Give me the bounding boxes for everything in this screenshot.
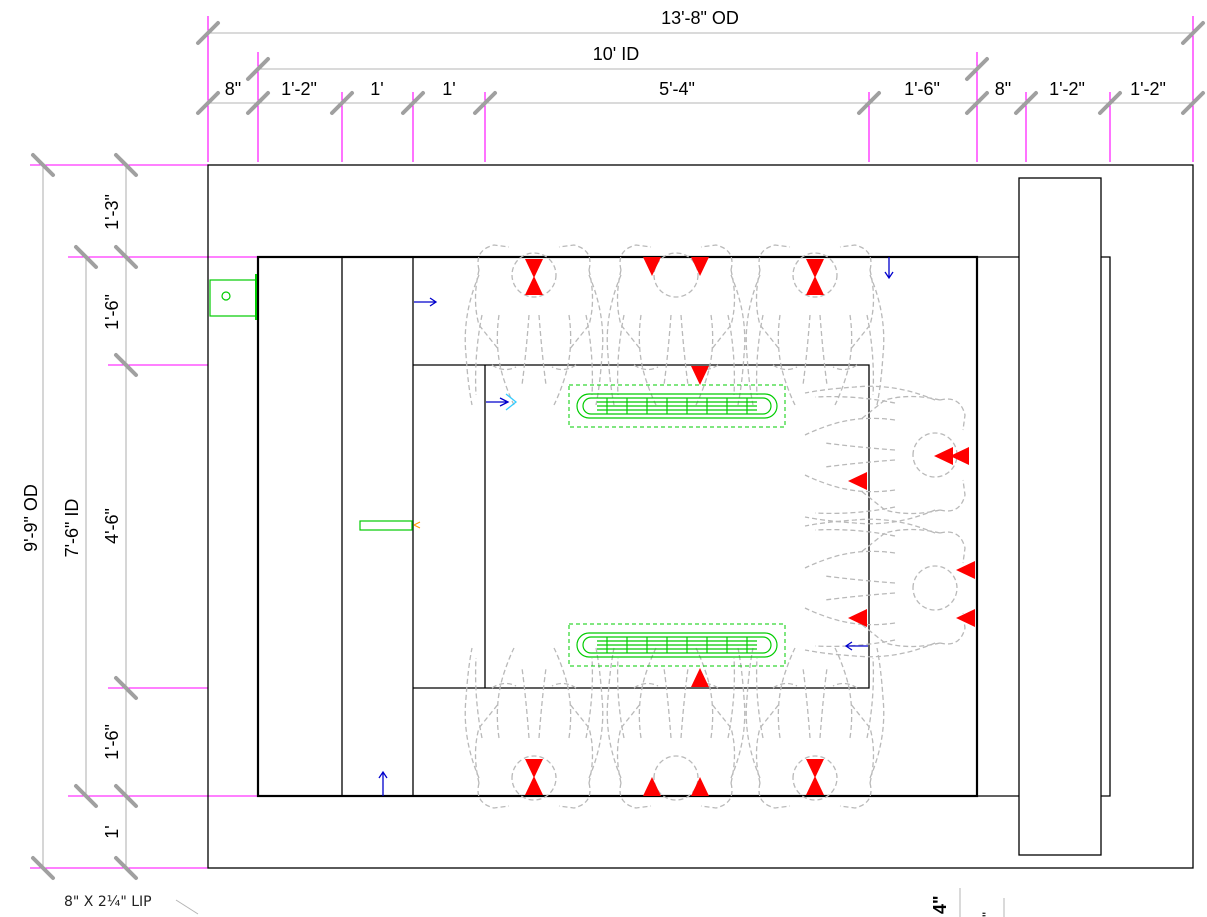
left-dim-label: 1'	[102, 825, 122, 838]
control-panel-icon	[359, 520, 421, 531]
top-dim-label: 8"	[995, 79, 1011, 99]
light-fixture-icon	[209, 274, 257, 320]
left-dim-label: 1'-6"	[102, 294, 122, 330]
top-dim-label: 8"	[225, 79, 241, 99]
heater-element-icon	[568, 384, 786, 428]
inner-wall	[256, 255, 979, 798]
top-dim-label: 1'-2"	[281, 79, 317, 99]
left-dim-label: 1'-3"	[102, 194, 122, 230]
inner-height-label: 7'-6" ID	[62, 499, 82, 558]
left-dim-label: 1'-6"	[102, 724, 122, 760]
overall-width-label: 13'-8" OD	[661, 8, 739, 28]
top-dimensions: 13'-8" OD 10' ID 8" 1'-2" 1' 1' 5'-4" 1'…	[196, 8, 1205, 162]
top-dim-label: 1'-2"	[1049, 79, 1085, 99]
top-dim-label: 1'-6"	[904, 79, 940, 99]
orientation-arrows	[525, 257, 975, 796]
top-dim-label: 1'	[370, 79, 383, 99]
overall-height-label: 9'-9" OD	[21, 484, 41, 552]
left-dim-label: 4'-6"	[102, 508, 122, 544]
door-panel[interactable]	[1018, 177, 1102, 856]
center-floor	[413, 364, 870, 689]
heater-element-icon	[568, 623, 786, 667]
seated-person-icon	[606, 647, 746, 809]
left-dimensions: 9'-9" OD 7'-6" ID 1'-3" 1'-6" 4'-6" 1'-6…	[21, 153, 258, 880]
flow-arrow-icon	[378, 257, 894, 796]
outer-wall	[207, 164, 1194, 869]
bottom-fragment-label: 4"	[930, 895, 950, 914]
seated-person-icon	[804, 518, 966, 658]
inner-width-label: 10' ID	[593, 44, 639, 64]
bottom-fragment-label: "	[979, 912, 995, 917]
top-dim-label: 1'	[442, 79, 455, 99]
top-dim-label: 5'-4"	[659, 79, 695, 99]
seated-person-icon	[606, 244, 746, 406]
lip-note: 8" X 2¼" LIP	[64, 894, 152, 910]
top-dim-label: 1'-2"	[1130, 79, 1166, 99]
lip-leader	[175, 899, 199, 915]
seated-people	[464, 244, 966, 809]
room-structure	[207, 164, 1194, 869]
